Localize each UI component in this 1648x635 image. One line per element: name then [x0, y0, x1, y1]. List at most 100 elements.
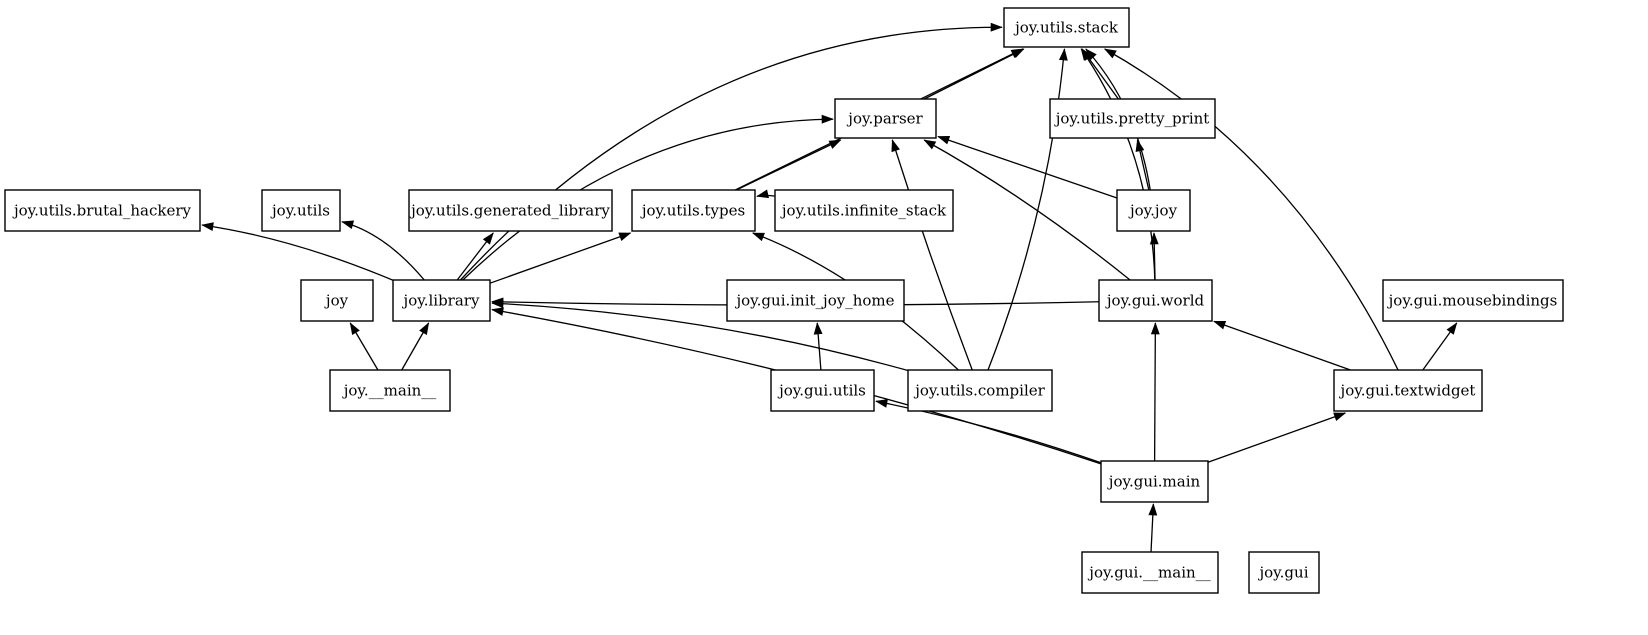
node-joy-utils-pretty-print[interactable]: joy.utils.pretty_print	[1049, 98, 1216, 139]
node-joy-gui-utils[interactable]: joy.gui.utils	[770, 369, 875, 412]
node-label-joy-library: joy.library	[402, 292, 480, 310]
arrowhead-joy-joy-to-joy-utils-pretty-print	[1135, 139, 1145, 153]
edge-joy-joy-to-joy-parser	[937, 135, 1118, 199]
arrowhead-joy-gui-main-to-joy-gui-utils	[875, 399, 888, 408]
node-label-joy-gui-main: joy.gui.main	[1107, 473, 1201, 491]
node-label-joy-utils-compiler: joy.utils.compiler	[913, 382, 1045, 400]
node-label-joy-utils-stack: joy.utils.stack	[1013, 19, 1119, 37]
node-layer: joy.utils.stack joy.parser joy.utils.prett…	[4, 7, 1564, 594]
arrowhead-joy-gui-utils-to-joy-gui-init-joy-home	[813, 322, 823, 335]
arrowhead-joy-utils-compiler-to-joy-utils-types	[751, 232, 765, 242]
node-label-joy-main: joy.__main__	[342, 382, 437, 400]
edge-joy-gui-textwidget-to-joy-utils-stack	[1104, 48, 1399, 371]
node-box-joy-utils[interactable]	[261, 189, 341, 232]
node-joy-library[interactable]: joy.library	[392, 279, 491, 322]
node-box-joy-gui-utils[interactable]	[770, 369, 875, 412]
arrowhead-joy-main-to-joy-library	[419, 322, 430, 336]
node-joy-main[interactable]: joy.__main__	[329, 369, 451, 412]
arrowhead-joy-library-to-joy-utils-generated-library	[482, 232, 494, 245]
node-box-joy-utils-stack[interactable]	[1003, 7, 1130, 48]
node-joy-gui-main[interactable]: joy.gui.main	[1100, 460, 1209, 503]
node-box-joy-utils-generated-library[interactable]	[408, 189, 613, 232]
node-label-joy-gui-world: joy.gui.world	[1105, 292, 1205, 310]
arrowhead-joy-utils-infinite-stack-to-joy-utils-types	[756, 189, 769, 199]
edge-joy-library-to-joy-utils-types	[489, 232, 631, 284]
node-label-joy-parser: joy.parser	[846, 110, 923, 128]
node-joy-gui-main[interactable]: joy.gui.__main__	[1081, 551, 1219, 594]
edge-joy-utils-compiler-to-joy-library	[491, 302, 909, 372]
edge-joy-utils-compiler-to-joy-parser	[891, 139, 973, 371]
node-joy-utils-stack[interactable]: joy.utils.stack	[1003, 7, 1130, 48]
edge-joy-gui-main-to-joy-gui-textwidget	[1207, 412, 1346, 463]
node-label-joy: joy	[324, 292, 349, 310]
edge-joy-utils-compiler-to-joy-utils-stack	[987, 48, 1066, 371]
node-box-joy-utils-pretty-print[interactable]	[1049, 98, 1216, 139]
arrowhead-joy-gui-textwidget-to-joy-utils-stack	[1104, 48, 1117, 59]
arrowhead-joy-gui-world-to-joy-parser	[923, 139, 937, 150]
node-joy-parser[interactable]: joy.parser	[834, 98, 937, 139]
node-label-joy-gui-init-joy-home: joy.gui.init_joy_home	[735, 292, 895, 310]
arrowhead-joy-library-to-joy-utils	[341, 220, 355, 230]
node-joy-gui-world[interactable]: joy.gui.world	[1098, 279, 1213, 322]
node-label-joy-gui-main: joy.gui.__main__	[1087, 564, 1211, 582]
node-joy[interactable]: joy	[300, 279, 374, 322]
arrowhead-joy-utils-compiler-to-joy-parser	[891, 139, 900, 153]
arrowhead-joy-library-to-joy-parser	[821, 114, 834, 124]
node-box-joy-gui-init-joy-home[interactable]	[726, 279, 905, 322]
edge-joy-library-to-joy-utils-stack	[459, 26, 1003, 281]
node-label-joy-utils-generated-library: joy.utils.generated_library	[409, 202, 610, 220]
arrowhead-joy-gui-main-to-joy-library	[491, 307, 504, 316]
arrowhead-joy-library-to-joy-utils-stack	[990, 22, 1003, 32]
node-label-joy-utils-types: joy.utils.types	[640, 202, 745, 220]
edge-joy-gui-textwidget-to-joy-gui-world	[1213, 320, 1351, 371]
node-label-joy-utils: joy.utils	[270, 202, 330, 220]
node-joy-utils-generated-library[interactable]: joy.utils.generated_library	[408, 189, 613, 232]
arrowhead-joy-library-to-joy-utils-types	[618, 232, 632, 241]
node-joy-gui[interactable]: joy.gui	[1248, 551, 1320, 594]
node-label-joy-gui: joy.gui	[1258, 564, 1309, 582]
node-box-joy-main[interactable]	[329, 369, 451, 412]
node-label-joy-utils-infinite-stack: joy.utils.infinite_stack	[780, 202, 947, 220]
node-joy-utils-infinite-stack[interactable]: joy.utils.infinite_stack	[774, 189, 954, 232]
edge-joy-gui-world-to-joy-utils-stack	[1080, 48, 1156, 281]
node-box-joy-gui[interactable]	[1248, 551, 1320, 594]
node-label-joy-utils-brutal-hackery: joy.utils.brutal_hackery	[12, 202, 192, 220]
node-box-joy-gui-textwidget[interactable]	[1333, 369, 1483, 412]
node-joy-utils-brutal-hackery[interactable]: joy.utils.brutal_hackery	[4, 189, 201, 232]
node-box-joy-gui-mousebindings[interactable]	[1382, 279, 1564, 322]
node-box-joy-gui-main[interactable]	[1081, 551, 1219, 594]
node-label-joy-gui-mousebindings: joy.gui.mousebindings	[1387, 292, 1558, 310]
node-label-joy-utils-pretty-print: joy.utils.pretty_print	[1054, 110, 1210, 128]
node-box-joy-utils-brutal-hackery[interactable]	[4, 189, 201, 232]
node-joy-utils-compiler[interactable]: joy.utils.compiler	[907, 369, 1053, 412]
node-box-joy[interactable]	[300, 279, 374, 322]
edge-joy-gui-world-to-joy-parser	[923, 139, 1131, 281]
arrowhead-joy-gui-world-to-joy-utils-stack	[1080, 48, 1092, 61]
node-box-joy-parser[interactable]	[834, 98, 937, 139]
node-label-joy-gui-utils: joy.gui.utils	[777, 382, 866, 400]
node-label-joy-joy: joy.joy	[1128, 202, 1178, 220]
arrowhead-joy-utils-compiler-to-joy-library	[491, 299, 504, 309]
node-joy-utils[interactable]: joy.utils	[261, 189, 341, 232]
node-joy-gui-init-joy-home[interactable]: joy.gui.init_joy_home	[726, 279, 905, 322]
arrowhead-joy-gui-main-to-joy-gui-textwidget	[1333, 412, 1347, 421]
node-box-joy-utils-infinite-stack[interactable]	[774, 189, 954, 232]
arrowhead-joy-gui-main-to-joy-gui-world	[1150, 322, 1160, 335]
node-joy-joy[interactable]: joy.joy	[1116, 189, 1191, 232]
node-box-joy-joy[interactable]	[1116, 189, 1191, 232]
arrowhead-joy-utils-compiler-to-joy-utils-stack	[1058, 48, 1068, 61]
arrowhead-joy-main-to-joy	[349, 322, 360, 335]
edge-joy-library-to-joy-utils-brutal-hackery	[201, 224, 394, 281]
node-joy-gui-mousebindings[interactable]: joy.gui.mousebindings	[1382, 279, 1564, 322]
node-joy-utils-types[interactable]: joy.utils.types	[631, 189, 756, 232]
node-box-joy-utils-types[interactable]	[631, 189, 756, 232]
edge-joy-library-to-joy-parser	[462, 118, 834, 281]
node-box-joy-library[interactable]	[392, 279, 491, 322]
node-box-joy-gui-world[interactable]	[1098, 279, 1213, 322]
arrowhead-joy-gui-textwidget-to-joy-gui-mousebindings	[1446, 322, 1458, 335]
node-box-joy-gui-main[interactable]	[1100, 460, 1209, 503]
node-box-joy-utils-compiler[interactable]	[907, 369, 1053, 412]
edge-joy-gui-main-to-joy-gui-world	[1153, 322, 1157, 462]
node-joy-gui-textwidget[interactable]: joy.gui.textwidget	[1333, 369, 1483, 412]
